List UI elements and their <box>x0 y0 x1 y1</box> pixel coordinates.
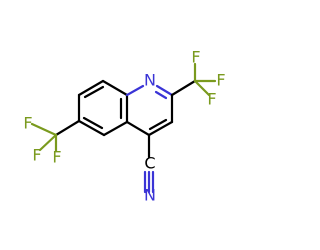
bond-c8a-n1 <box>125 84 145 97</box>
atom-fluorine-left-upper: F <box>52 148 61 167</box>
bond-c3-c4 <box>147 120 174 137</box>
molecule-structure-diagram: N C N F F F F F F <box>23 47 226 205</box>
atom-nitrile-carbon: C <box>144 154 155 173</box>
bond-c5-c6 <box>77 119 106 137</box>
bond-cf3-left-f-lower <box>38 133 58 152</box>
bond-c4-c4a <box>125 120 151 137</box>
bond-cf3-right-f-lower <box>193 79 211 97</box>
atom-fluorine-right-lower: F <box>207 90 216 109</box>
bond-cf3-left-f-mid <box>30 122 58 137</box>
atom-fluorine-left-lower: F <box>32 146 41 165</box>
atom-fluorine-right-upper: F <box>191 48 200 67</box>
bond-n1-c2-double <box>154 90 168 100</box>
bond-c4a-c5 <box>102 120 129 137</box>
bond-c5-c6-double <box>82 116 104 130</box>
atom-fluorine-right-mid: F <box>216 71 225 90</box>
bond-c7-c8 <box>77 79 105 97</box>
bond-c2-cf3-right <box>170 79 197 97</box>
atom-ring-nitrogen: N <box>144 71 156 90</box>
bond-n1-c2 <box>155 84 174 97</box>
bond-c3-c4-double <box>148 118 168 131</box>
bond-c6-cf3-left <box>54 119 81 137</box>
bond-c8-c8a <box>101 79 129 97</box>
bond-c7-c8-double <box>83 85 105 99</box>
atom-fluorine-left-mid: F <box>23 114 32 133</box>
atom-nitrile-nitrogen: N <box>144 186 156 205</box>
molecule-svg: N C N F F F F F F <box>23 48 225 205</box>
